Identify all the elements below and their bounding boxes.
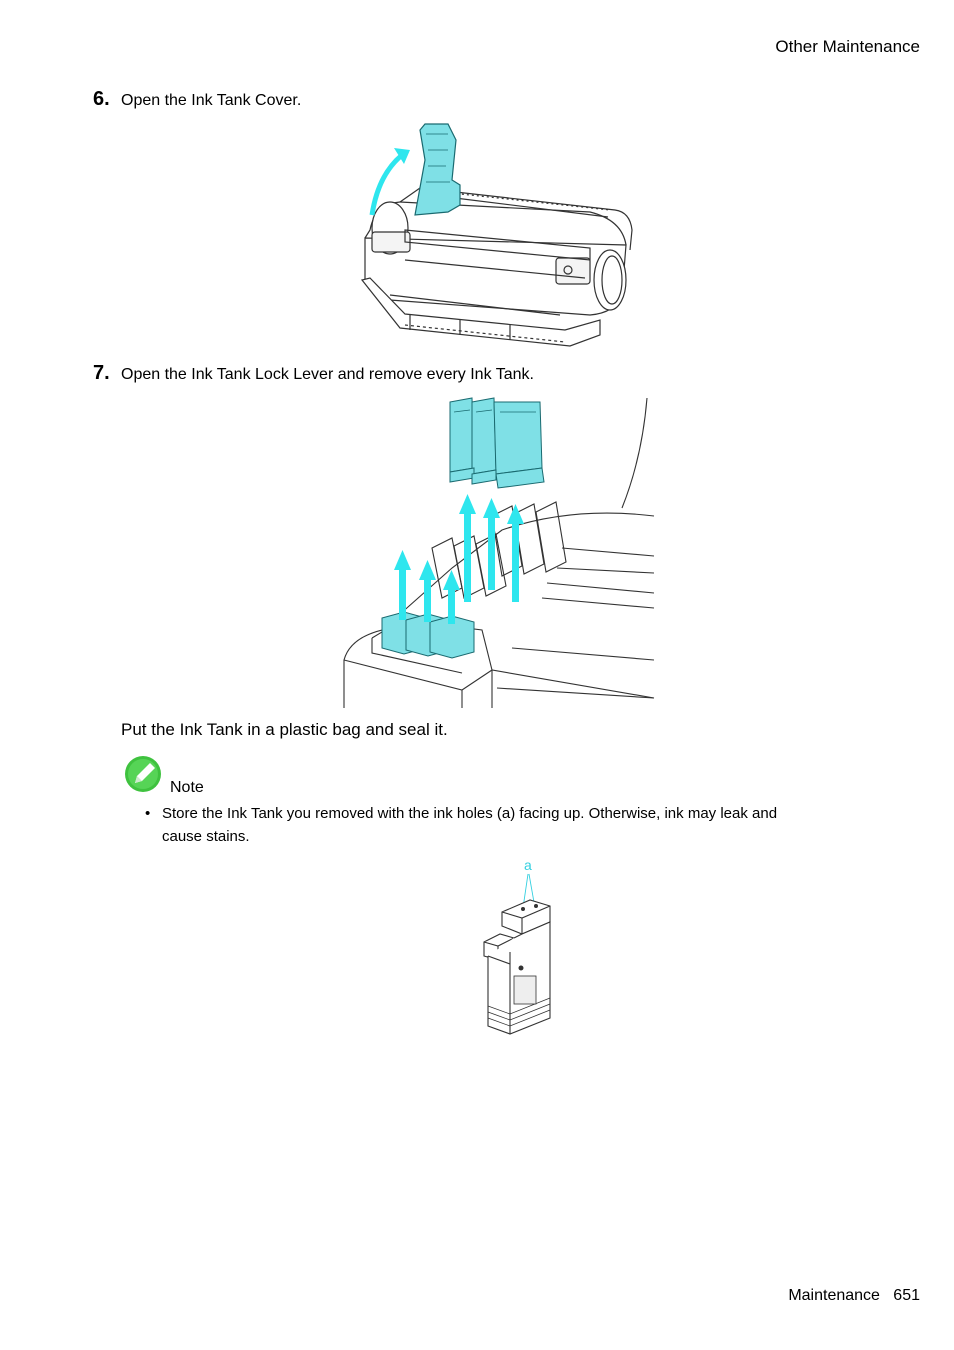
note-line-1: Store the Ink Tank you removed with the … (162, 805, 778, 822)
figure-ink-tank-holes-up: a (483, 857, 551, 1035)
figure-open-ink-tank-cover (360, 123, 633, 347)
page-footer: Maintenance 651 (788, 1287, 920, 1305)
step-6-number: 6. (93, 88, 110, 110)
instruction-text: Put the Ink Tank in a plastic bag and se… (121, 720, 448, 739)
note-label: Note (170, 779, 204, 796)
step-6-text: Open the Ink Tank Cover. (121, 92, 302, 109)
note-pencil-icon (125, 756, 161, 792)
figure-remove-ink-tanks (343, 397, 655, 708)
note-bullet: • (145, 805, 151, 822)
section-header: Other Maintenance (775, 37, 920, 56)
page-number: 651 (893, 1287, 920, 1304)
footer-chapter: Maintenance (788, 1287, 880, 1304)
step-7-number: 7. (93, 362, 110, 384)
note-line-2: cause stains. (162, 828, 250, 845)
callout-a: a (524, 857, 532, 873)
step-7-text: Open the Ink Tank Lock Lever and remove … (121, 366, 534, 383)
